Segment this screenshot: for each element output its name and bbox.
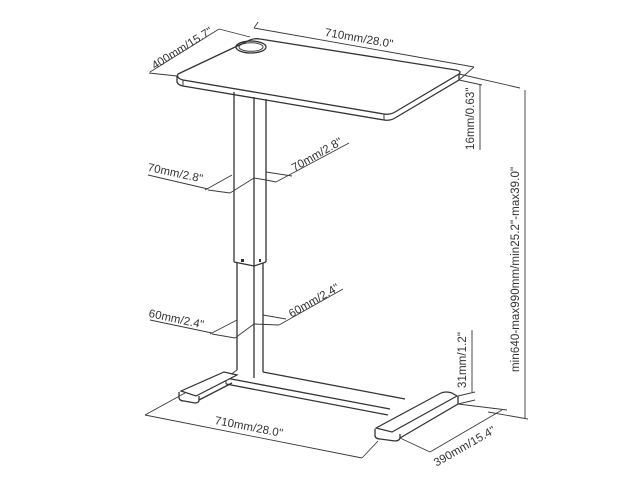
lower-column bbox=[236, 263, 264, 378]
top-thickness-label: 16mm/0.63" bbox=[465, 87, 477, 150]
cable-grommet-icon bbox=[235, 40, 267, 54]
height-range-label: min640-max990mm/min25.2"-max39.0" bbox=[510, 166, 522, 372]
control-box bbox=[233, 259, 267, 267]
tabletop bbox=[176, 38, 461, 121]
upper-column bbox=[233, 92, 267, 266]
dimension-lines bbox=[144, 21, 529, 459]
foot-height-label: 31mm/1.2" bbox=[457, 331, 469, 388]
